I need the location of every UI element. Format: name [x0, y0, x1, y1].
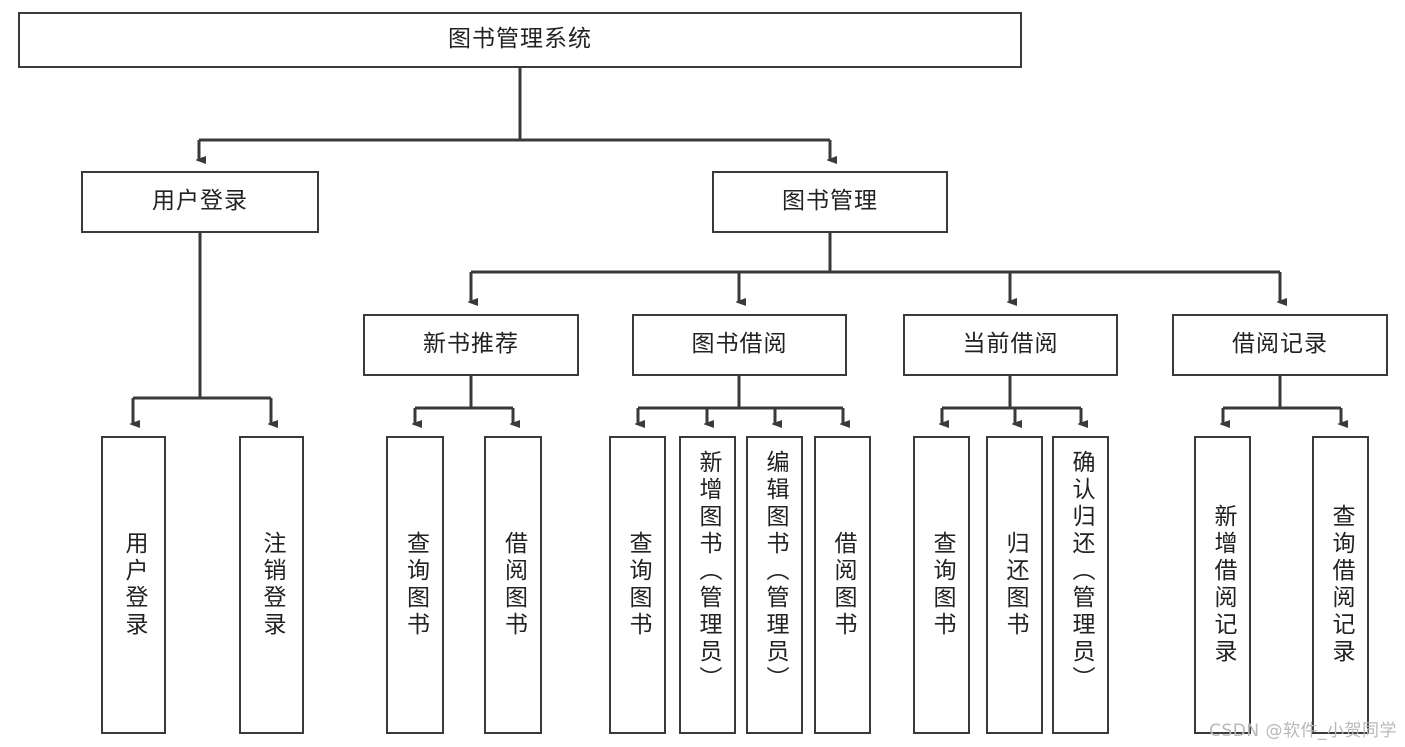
node-leaf-borrow-book-recommend-label: 借阅图书 — [500, 531, 527, 639]
node-leaf-add-book-admin-label: 新增图书（管理员） — [695, 450, 721, 693]
node-root-label: 图书管理系统 — [448, 26, 592, 53]
node-book-management[interactable]: 图书管理 — [712, 171, 948, 233]
node-book-management-label: 图书管理 — [782, 188, 878, 215]
node-new-book-recommend-label: 新书推荐 — [423, 331, 519, 358]
node-leaf-add-borrow-record[interactable]: 新增借阅记录 — [1194, 436, 1251, 734]
node-leaf-return-book[interactable]: 归还图书 — [986, 436, 1043, 734]
node-leaf-query-book-borrow[interactable]: 查询图书 — [609, 436, 666, 734]
node-leaf-edit-book-admin-label: 编辑图书（管理员） — [762, 450, 788, 693]
node-borrow-record[interactable]: 借阅记录 — [1172, 314, 1388, 376]
node-leaf-query-borrow-record[interactable]: 查询借阅记录 — [1312, 436, 1369, 734]
node-leaf-confirm-return-admin[interactable]: 确认归还（管理员） — [1052, 436, 1109, 734]
node-leaf-logout-login-label: 注销登录 — [259, 531, 285, 639]
node-leaf-logout-login[interactable]: 注销登录 — [239, 436, 304, 734]
node-leaf-query-book-current[interactable]: 查询图书 — [913, 436, 970, 734]
node-leaf-borrow-book-recommend[interactable]: 借阅图书 — [484, 436, 542, 734]
node-book-borrow[interactable]: 图书借阅 — [632, 314, 847, 376]
node-current-borrow-label: 当前借阅 — [962, 331, 1059, 358]
node-leaf-borrow-book-borrow-label: 借阅图书 — [830, 531, 856, 639]
node-leaf-query-book-borrow-label: 查询图书 — [625, 531, 651, 639]
node-leaf-edit-book-admin[interactable]: 编辑图书（管理员） — [746, 436, 803, 734]
node-current-borrow[interactable]: 当前借阅 — [903, 314, 1118, 376]
node-book-borrow-label: 图书借阅 — [691, 331, 788, 358]
node-borrow-record-label: 借阅记录 — [1232, 331, 1328, 358]
node-user-login-label: 用户登录 — [152, 188, 248, 215]
node-leaf-user-login[interactable]: 用户登录 — [101, 436, 166, 734]
node-leaf-add-book-admin[interactable]: 新增图书（管理员） — [679, 436, 736, 734]
node-user-login[interactable]: 用户登录 — [81, 171, 319, 233]
node-leaf-borrow-book-borrow[interactable]: 借阅图书 — [814, 436, 871, 734]
node-new-book-recommend[interactable]: 新书推荐 — [363, 314, 579, 376]
node-leaf-query-book-current-label: 查询图书 — [929, 531, 955, 639]
watermark-text: CSDN @软件_小贺同学 — [1209, 721, 1397, 741]
node-leaf-user-login-label: 用户登录 — [121, 531, 147, 639]
node-leaf-return-book-label: 归还图书 — [1002, 531, 1028, 639]
node-leaf-add-borrow-record-label: 新增借阅记录 — [1210, 504, 1236, 666]
node-leaf-query-book-recommend-label: 查询图书 — [402, 531, 429, 639]
node-root[interactable]: 图书管理系统 — [18, 12, 1022, 68]
node-leaf-query-book-recommend[interactable]: 查询图书 — [386, 436, 444, 734]
node-leaf-confirm-return-admin-label: 确认归还（管理员） — [1068, 450, 1094, 693]
node-leaf-query-borrow-record-label: 查询借阅记录 — [1328, 504, 1354, 666]
